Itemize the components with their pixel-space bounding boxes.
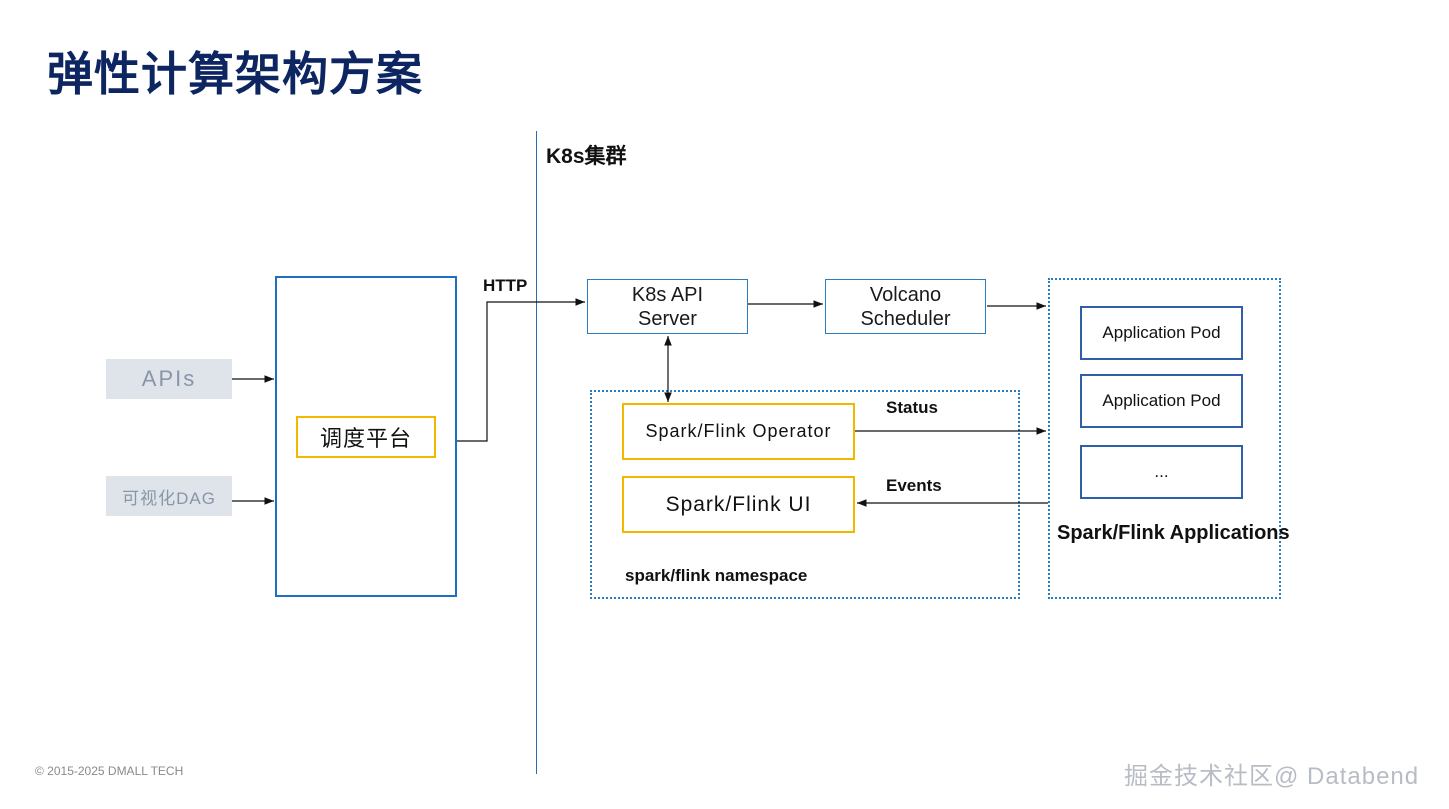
volcano-scheduler-box: Volcano Scheduler — [825, 279, 986, 334]
applications-label: Spark/Flink Applications — [1057, 522, 1290, 544]
applications-container — [1048, 278, 1281, 599]
scheduler-platform-container — [275, 276, 457, 597]
cluster-divider-line — [536, 131, 537, 774]
application-pod-more: ... — [1080, 445, 1243, 499]
k8s-api-server-box: K8s API Server — [587, 279, 748, 334]
status-label: Status — [886, 398, 938, 417]
k8s-cluster-label: K8s集群 — [546, 145, 627, 168]
scheduler-platform-box: 调度平台 — [296, 416, 436, 458]
http-label: HTTP — [483, 276, 528, 295]
watermark: 掘金技术社区@ Databend — [1124, 763, 1420, 790]
page-title: 弹性计算架构方案 — [47, 47, 423, 101]
volcano-scheduler-line1: Volcano — [869, 283, 942, 306]
k8s-api-server-line1: K8s API — [631, 283, 704, 306]
k8s-api-server-line2: Server — [638, 307, 697, 330]
visual-dag-input-box: 可视化DAG — [106, 476, 232, 516]
operator-box: Spark/Flink Operator — [622, 403, 855, 460]
namespace-container — [590, 390, 1020, 599]
http-arrow — [457, 298, 585, 442]
application-pod-2: Application Pod — [1080, 374, 1243, 428]
apis-input-box: APIs — [106, 359, 232, 399]
application-pod-1: Application Pod — [1080, 306, 1243, 360]
namespace-label: spark/flink namespace — [625, 566, 808, 585]
footer-copyright: © 2015-2025 DMALL TECH — [35, 764, 184, 778]
volcano-scheduler-line2: Scheduler — [860, 307, 951, 330]
ui-box: Spark/Flink UI — [622, 476, 855, 533]
events-label: Events — [886, 476, 942, 495]
